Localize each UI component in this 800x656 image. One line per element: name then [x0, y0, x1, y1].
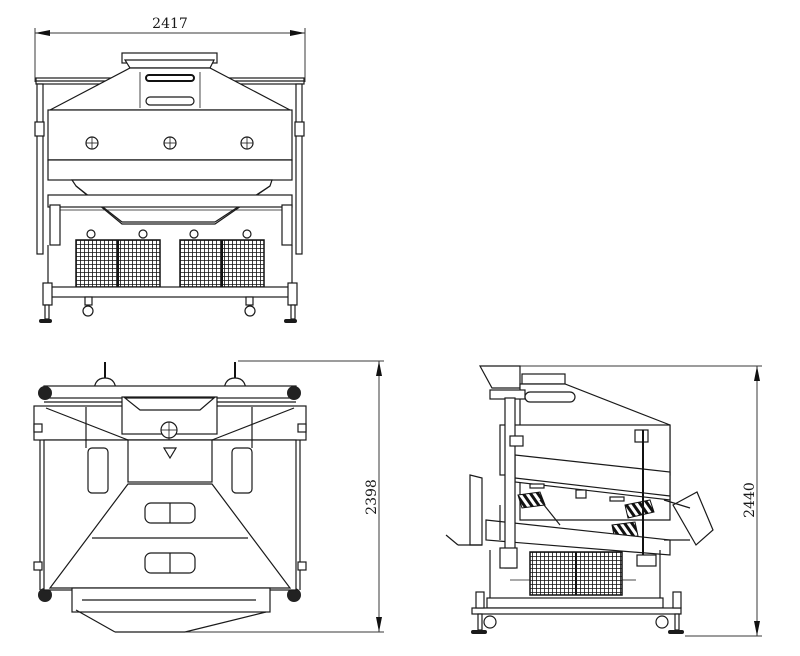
side-view: 2440	[445, 365, 762, 637]
height-dimension-label: 2440	[742, 482, 758, 518]
width-dimension-label: 2417	[152, 16, 188, 32]
top-view: 2398	[33, 360, 384, 633]
width-dimension	[34, 28, 306, 82]
front-view: 2417	[34, 16, 306, 323]
depth-dimension	[185, 360, 384, 633]
inspection-port-icons	[85, 136, 254, 150]
depth-dimension-label: 2398	[364, 479, 380, 515]
height-dimension	[483, 365, 762, 637]
